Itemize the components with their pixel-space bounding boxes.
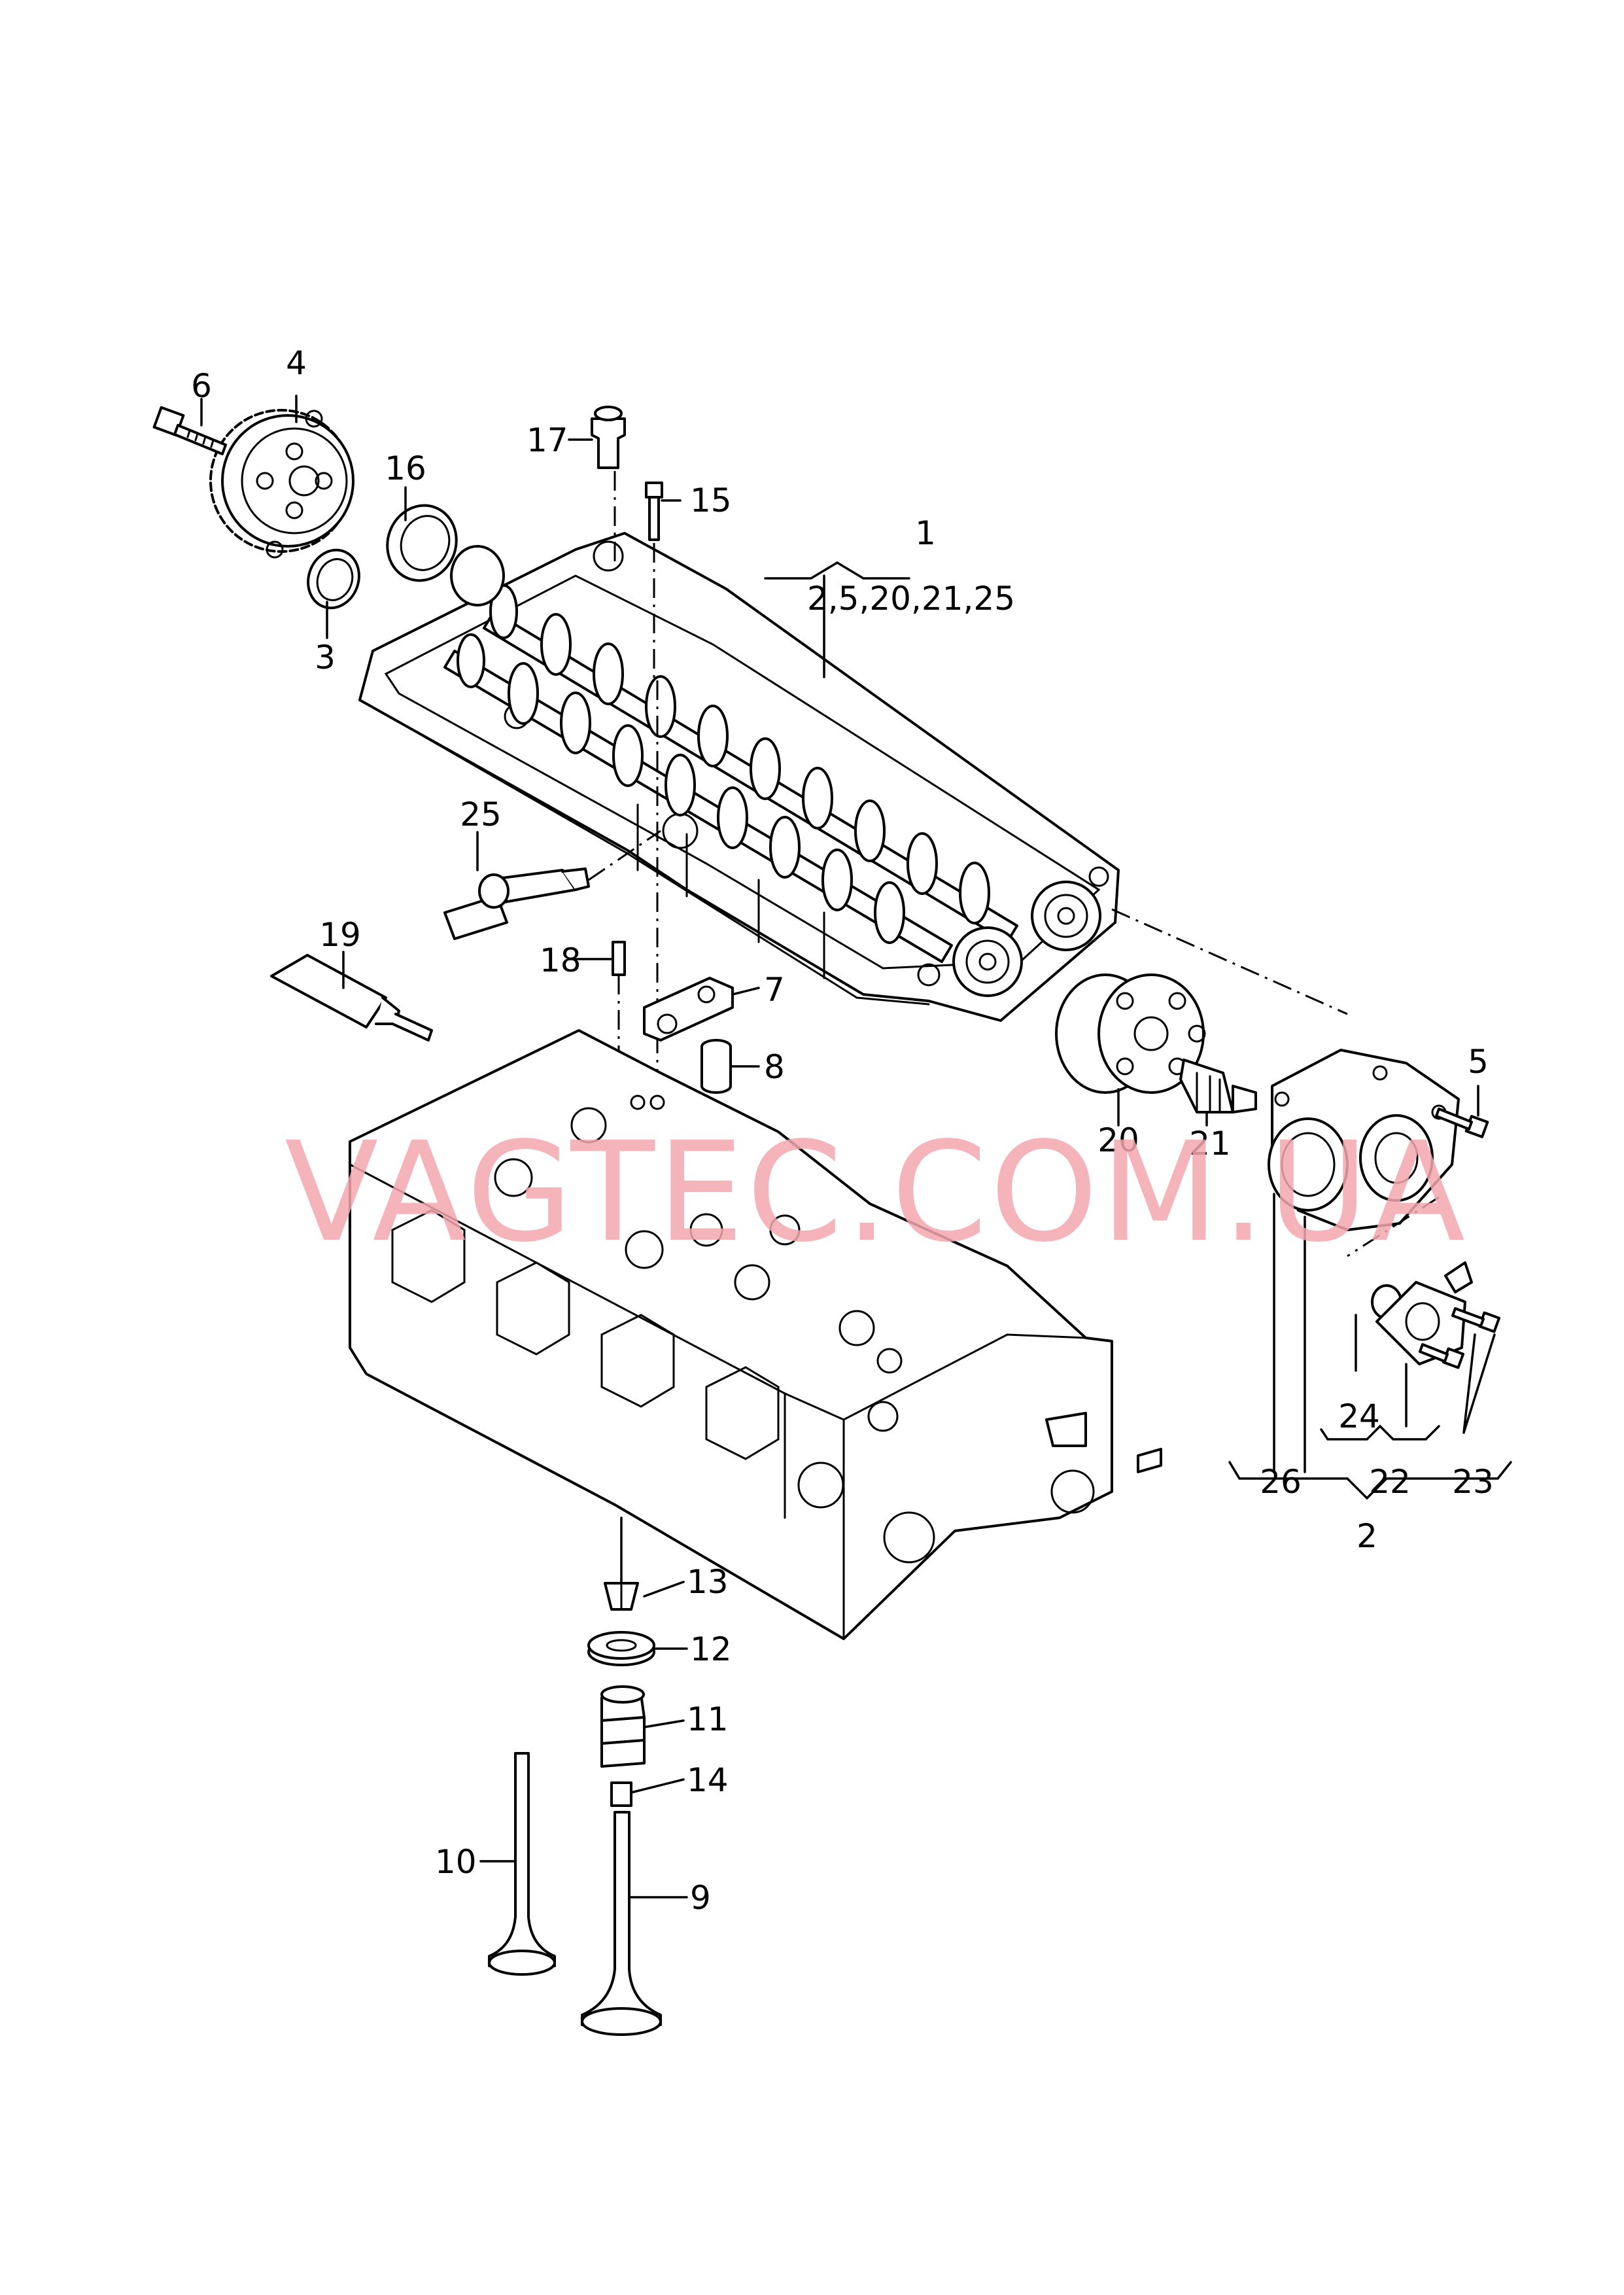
cover-bolt [1435,1108,1489,1138]
cylinder-head [349,1029,1162,1640]
leader-lines [200,394,1512,1899]
flange-bolt-upper [1451,1307,1501,1333]
callout-21: 21 [1189,1125,1231,1163]
hydraulic-lifter [700,1039,732,1094]
camshaft-lower [443,633,953,963]
camshaft-upper [483,584,1018,943]
camshaft-sprocket-front-left [952,926,1023,997]
callout-11: 11 [687,1700,729,1738]
watermark-text: VAGTEC.COM.UA [285,1112,1468,1272]
callout-24: 24 [1338,1397,1380,1435]
camshaft-adjuster [1055,973,1206,1094]
callout-5: 5 [1468,1043,1489,1081]
callout-19: 19 [319,916,361,954]
flange-adapter [1375,1261,1473,1365]
callout-17: 17 [527,421,568,459]
exhaust-valve [581,1811,662,2036]
roller-rocker-arm [643,977,734,1042]
callout-26: 26 [1260,1463,1302,1501]
callout-6: 6 [191,367,212,405]
plug [591,406,626,469]
callout-13: 13 [687,1563,729,1601]
callout-14: 14 [687,1761,729,1799]
valve-spring-retainer [587,1631,655,1666]
flange-bolt-lower [1419,1343,1465,1369]
callout-10: 10 [435,1843,477,1881]
callout-22: 22 [1369,1463,1411,1501]
valve-spring [600,1685,646,1768]
dowel-pin [612,941,626,976]
callout-3: 3 [315,639,336,676]
callout-20: 20 [1097,1121,1139,1159]
intake-valve [488,1752,556,1976]
valve-keepers [604,1582,639,1611]
control-valve [1179,1059,1257,1113]
camshaft-gear [209,409,354,559]
callout-1-sub: 2,5,20,21,25 [807,580,1015,618]
camshaft-housing [358,532,1120,1022]
callout-15: 15 [690,482,732,519]
callout-1: 1 [915,514,936,552]
camshaft-position-sensor [443,867,590,940]
gear-bolt [152,406,227,455]
callout-16: 16 [385,449,426,487]
shaft-seal [307,548,360,610]
sealant-tube [270,954,433,1042]
callout-9: 9 [690,1879,711,1917]
callout-12: 12 [690,1630,732,1668]
callout-4: 4 [286,344,307,382]
timing-cover [1268,1049,1460,1231]
shaft-seal-outer [386,504,458,582]
callout-23: 23 [1452,1463,1494,1501]
callout-7: 7 [764,971,785,1009]
valve-stem-seal [610,1781,632,1807]
callout-25: 25 [460,796,502,833]
callouts: 4 6 16 3 17 15 1 2,5,20,21,25 25 19 18 7… [191,344,1494,1917]
callout-8: 8 [764,1048,785,1086]
callout-2: 2 [1356,1517,1377,1555]
housing-bolt [645,482,663,541]
camshaft-sprocket-front-right [1031,881,1101,951]
callout-18: 18 [540,941,581,979]
